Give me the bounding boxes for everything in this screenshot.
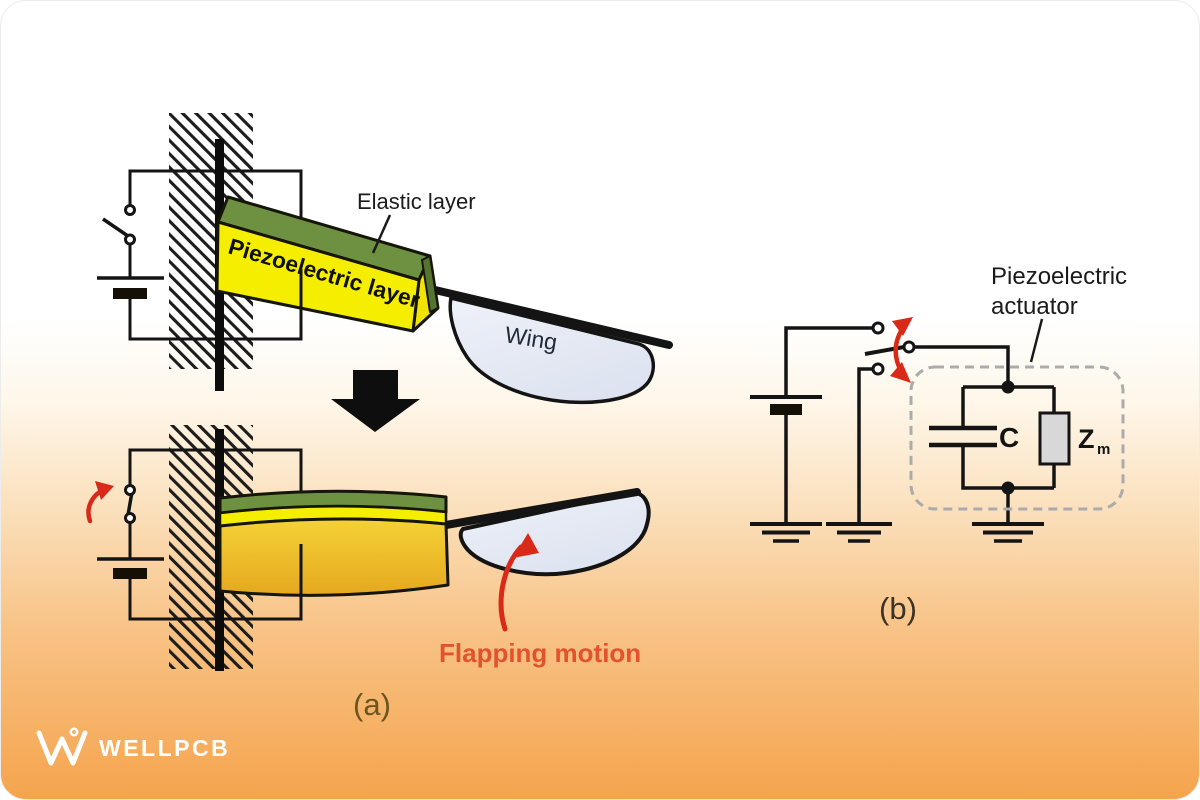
wing-shape — [458, 490, 651, 577]
piezo-beam-bent — [218, 489, 450, 597]
ground-icon — [972, 522, 1044, 543]
piezo-layer-bent-body — [218, 517, 450, 597]
battery-icon — [750, 395, 822, 415]
figure-a-caption: (a) — [353, 687, 391, 722]
battery-icon — [97, 276, 164, 299]
junction-dot — [1001, 481, 1015, 495]
piezo-beam-straight: Piezoelectric layer — [215, 195, 440, 333]
impedance-label: Z — [1078, 424, 1095, 454]
impedance-subscript: m — [1097, 441, 1110, 458]
wellpcb-w-mark-icon — [36, 727, 88, 766]
figure-a-top-state: Wing Piezoelectric layer Elastic layer — [97, 113, 673, 405]
elastic-layer-label: Elastic layer — [357, 189, 476, 214]
impedance-box — [1038, 411, 1071, 466]
capacitance-label: C — [999, 422, 1019, 453]
flapping-motion-label: Flapping motion — [439, 638, 641, 668]
figure-a-bottom-state: Flapping motion — [86, 425, 651, 671]
elastic-layer-pointer — [371, 214, 392, 254]
flapping-arrow-icon — [498, 533, 539, 632]
wellpcb-logo: WELLPCB — [35, 727, 230, 769]
switch-closed-icon — [124, 484, 136, 524]
actuator-label-line2: actuator — [991, 293, 1078, 320]
capacitor-icon — [929, 425, 997, 448]
battery-icon — [97, 557, 164, 579]
wing-spar — [442, 488, 641, 529]
down-arrow-icon — [331, 370, 420, 432]
wing-spar — [431, 286, 673, 349]
figure-b: C Z m Piezoelectric actuator (b) — [750, 263, 1127, 626]
beam-end-green-edge — [421, 255, 439, 313]
actuator-label-pointer — [1029, 318, 1044, 363]
piezo-layer-face — [215, 220, 421, 333]
circuit-wires — [784, 326, 1056, 523]
spdt-switch-icon — [864, 321, 916, 376]
switch-toggle-arrow-icon — [86, 481, 114, 524]
actuator-dashed-box — [909, 365, 1125, 511]
ground-icon — [826, 522, 892, 543]
wellpcb-logo-text: WELLPCB — [99, 734, 231, 761]
switch-toggle-arrow-icon — [890, 317, 913, 383]
actuator-label-line1: Piezoelectric — [991, 263, 1127, 290]
switch-open-icon — [102, 204, 136, 246]
figure-b-caption: (b) — [879, 591, 917, 626]
ground-icon — [750, 522, 822, 543]
wing-shape — [448, 295, 656, 405]
junction-dot — [1001, 380, 1015, 394]
